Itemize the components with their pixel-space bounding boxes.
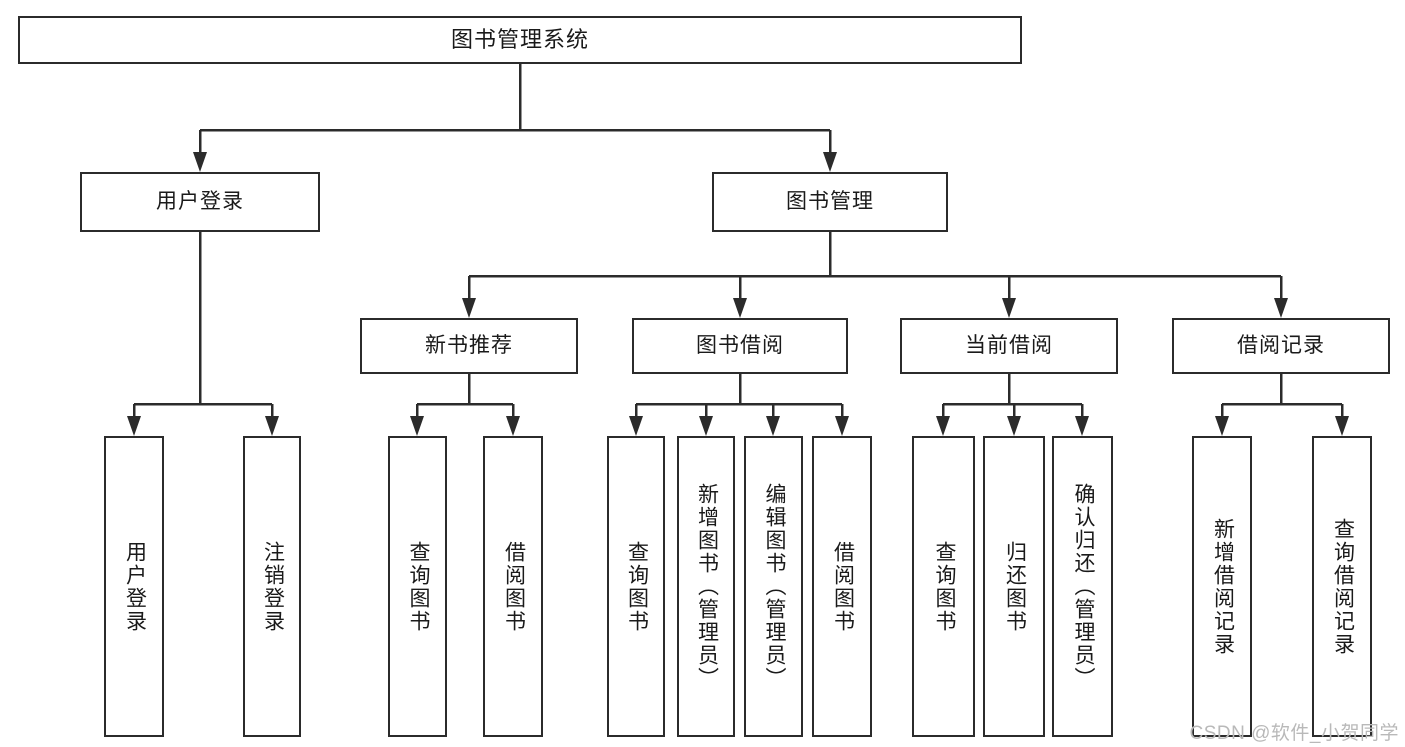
node-borrow-record-label: 借阅记录	[1237, 334, 1325, 358]
node-book-manage-label: 图书管理	[786, 190, 874, 214]
node-book-manage: 图书管理	[712, 172, 948, 232]
node-leaf-confirm-return-admin: 确认归还（管理员）	[1052, 436, 1113, 737]
node-current-borrow: 当前借阅	[900, 318, 1118, 374]
node-leaf-borrow-book-recommend-label: 借阅图书	[502, 540, 526, 633]
node-user-login: 用户登录	[80, 172, 320, 232]
node-leaf-query-borrow-record: 查询借阅记录	[1312, 436, 1372, 737]
node-leaf-query-book-borrow-label: 查询图书	[625, 540, 649, 633]
node-leaf-query-book-recommend: 查询图书	[388, 436, 447, 737]
node-leaf-add-borrow-record-label: 新增借阅记录	[1211, 517, 1235, 656]
node-leaf-user-logout-label: 注销登录	[261, 540, 285, 633]
node-leaf-edit-book-admin-label: 编辑图书（管理员）	[762, 483, 786, 690]
node-leaf-user-login-label: 用户登录	[123, 540, 147, 633]
node-leaf-borrow-book-recommend: 借阅图书	[483, 436, 543, 737]
node-leaf-add-borrow-record: 新增借阅记录	[1192, 436, 1252, 737]
node-new-book-recommend-label: 新书推荐	[425, 334, 513, 358]
node-root-label: 图书管理系统	[450, 26, 589, 52]
node-leaf-borrow-book-label: 借阅图书	[831, 540, 855, 633]
node-leaf-user-login: 用户登录	[104, 436, 164, 737]
node-leaf-query-book-current-label: 查询图书	[932, 540, 956, 633]
node-root: 图书管理系统	[18, 16, 1022, 64]
node-leaf-query-book-borrow: 查询图书	[607, 436, 665, 737]
node-leaf-query-book-current: 查询图书	[912, 436, 975, 737]
node-new-book-recommend: 新书推荐	[360, 318, 578, 374]
node-book-borrow: 图书借阅	[632, 318, 848, 374]
node-current-borrow-label: 当前借阅	[965, 334, 1053, 358]
node-leaf-query-borrow-record-label: 查询借阅记录	[1331, 517, 1355, 656]
node-leaf-confirm-return-admin-label: 确认归还（管理员）	[1071, 483, 1095, 690]
node-leaf-user-logout: 注销登录	[243, 436, 301, 737]
node-leaf-return-book: 归还图书	[983, 436, 1045, 737]
node-leaf-edit-book-admin: 编辑图书（管理员）	[744, 436, 803, 737]
node-leaf-add-book-admin: 新增图书（管理员）	[677, 436, 735, 737]
node-borrow-record: 借阅记录	[1172, 318, 1390, 374]
watermark-label: CSDN @软件_小贺同学	[1189, 723, 1399, 744]
node-leaf-query-book-recommend-label: 查询图书	[406, 540, 430, 633]
node-leaf-borrow-book: 借阅图书	[812, 436, 872, 737]
node-leaf-return-book-label: 归还图书	[1003, 540, 1027, 633]
node-user-login-label: 用户登录	[156, 190, 244, 214]
node-book-borrow-label: 图书借阅	[696, 334, 784, 358]
node-leaf-add-book-admin-label: 新增图书（管理员）	[695, 483, 719, 690]
